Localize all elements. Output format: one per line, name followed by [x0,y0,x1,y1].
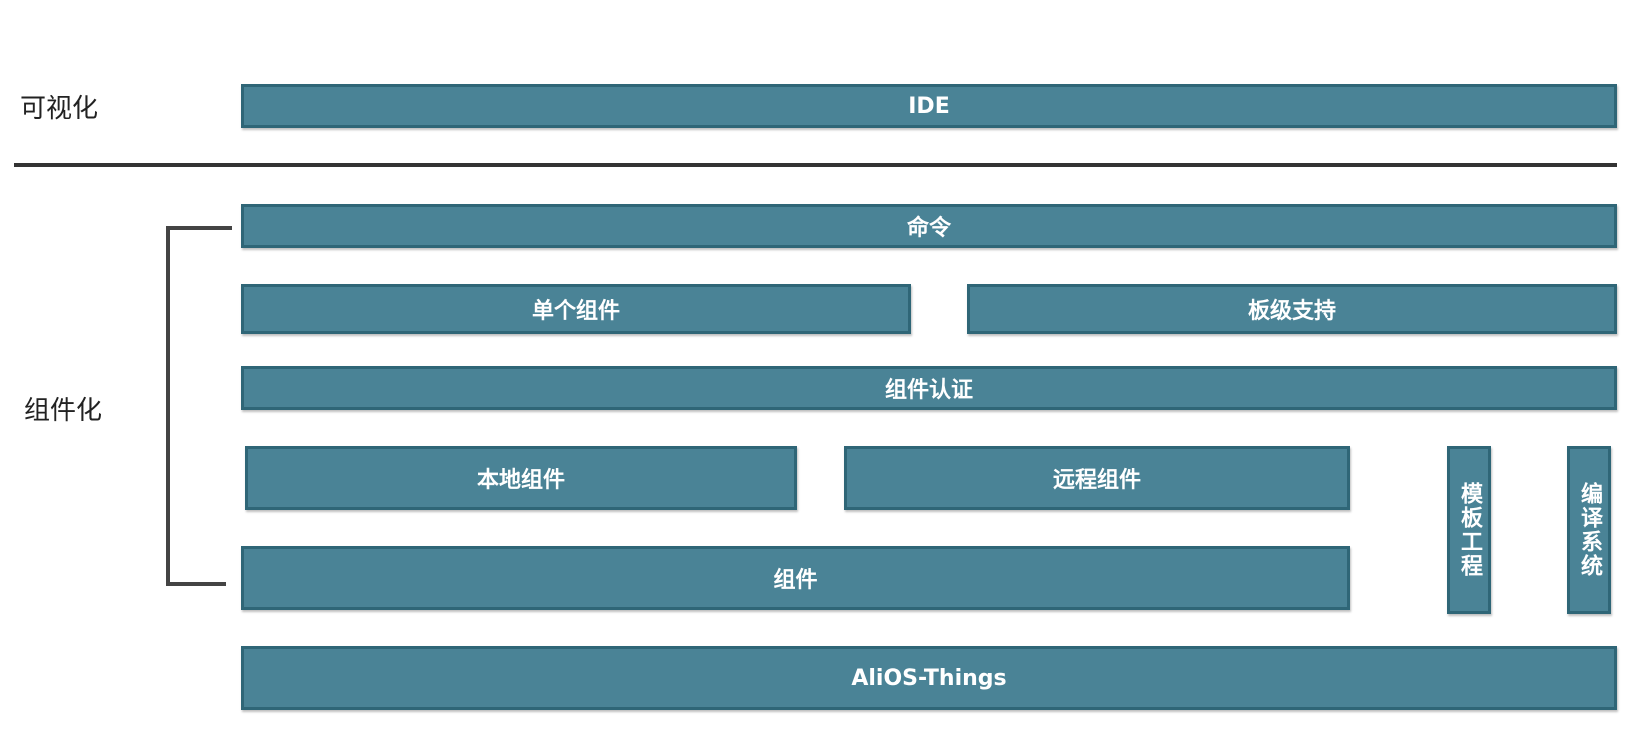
bracket-bottom [166,582,226,586]
ide-block: IDE [241,84,1617,128]
command-block: 命令 [241,204,1617,248]
remote-component-block: 远程组件 [844,446,1350,510]
layer-label-component: 组件化 [24,396,103,426]
aliosthings-block: AliOS-Things [241,646,1617,710]
layer-label-visual: 可视化 [20,94,99,124]
layer-divider [14,163,1617,167]
bracket-top [166,226,232,230]
component-certification-block: 组件认证 [241,366,1617,410]
template-project-block: 模板工程 [1447,446,1491,614]
local-component-block: 本地组件 [245,446,797,510]
board-support-block: 板级支持 [967,284,1617,334]
build-system-block: 编译系统 [1567,446,1611,614]
bracket-vertical [166,226,170,586]
single-component-block: 单个组件 [241,284,911,334]
component-block: 组件 [241,546,1350,610]
